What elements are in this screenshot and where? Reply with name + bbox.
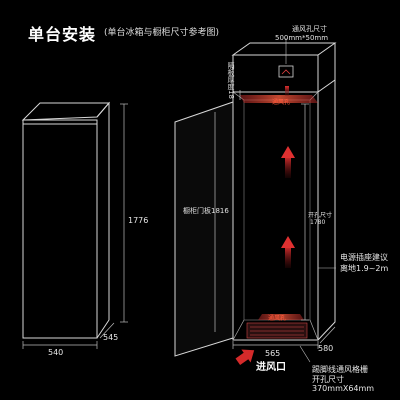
- airflow-arrows: [281, 86, 295, 268]
- bottom-vent-hole-label: 通风孔: [268, 315, 287, 322]
- top-vent-size: 500mm*50mm: [275, 34, 329, 42]
- opening-height-label: 1780: [310, 219, 326, 226]
- cabinet-outline: [231, 42, 337, 341]
- kick-grille-label-line2: 开孔尺寸: [312, 375, 344, 384]
- top-vent-hole: [240, 95, 318, 103]
- kick-grille: [246, 314, 308, 339]
- airflow-arrow-lower: [281, 236, 295, 268]
- cabinet-door: [174, 101, 234, 357]
- fridge-outline: [21, 101, 111, 339]
- fridge-depth-label: 545: [103, 333, 119, 342]
- kick-grille-leader-line: [299, 345, 311, 363]
- fridge-width-label: 540: [48, 348, 64, 357]
- fridge-width-dimension: [22, 322, 115, 349]
- opening-height-dimension: [301, 103, 309, 321]
- shelf-thickness-label: 隔板厚度18: [227, 62, 235, 99]
- top-vent-hole-label: 通风孔: [272, 99, 291, 106]
- airflow-arrow-top: [285, 86, 289, 96]
- air-inlet-arrow: [235, 349, 255, 366]
- cabinet-depth-label: 580: [318, 344, 334, 353]
- air-inlet-label: 进风口: [256, 362, 286, 373]
- airflow-arrow-upper: [281, 146, 295, 178]
- kick-grille-label-line3: 370mmX64mm: [312, 384, 375, 393]
- kick-grille-label-line1: 踢脚线通风格栅: [312, 365, 368, 374]
- door-label: 橱柜门板1816: [183, 207, 229, 215]
- fridge-height-dimension: [120, 103, 128, 323]
- top-vent-title: 通风孔尺寸: [292, 25, 327, 33]
- fridge-height-label: 1776: [128, 216, 149, 225]
- socket-note-line2: 离地1.9~2m: [340, 264, 389, 273]
- cabinet-width-label: 565: [265, 349, 281, 358]
- top-vent-box: [278, 65, 294, 78]
- page-subtitle: (单台冰箱与橱柜尺寸参考图): [104, 28, 220, 38]
- cabinet-width-dimension: [232, 326, 336, 349]
- socket-note-line1: 电源插座建议: [340, 253, 388, 262]
- opening-label: 开孔尺寸: [308, 212, 333, 219]
- page-title: 单台安装: [28, 25, 97, 44]
